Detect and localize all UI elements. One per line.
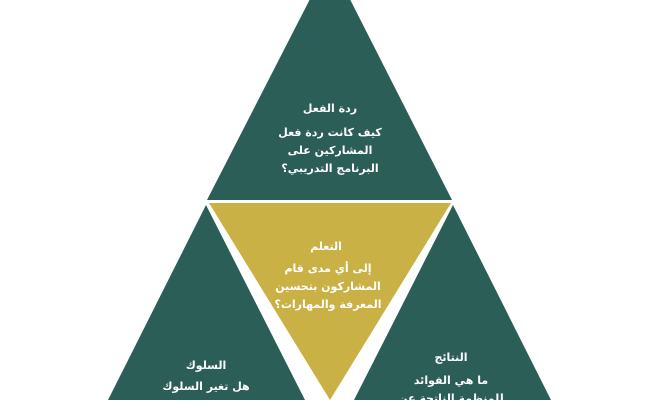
left-body: هل تغير السلوك xyxy=(131,378,281,396)
center-body: إلى أي مدى قام المشاركون بتحسين المعرفة … xyxy=(238,260,418,314)
center-line-3: المعرفة والمهارات؟ xyxy=(274,298,382,311)
left-line-1: هل تغير السلوك xyxy=(162,380,250,393)
top-title: ردة الفعل xyxy=(302,102,358,115)
left-title: السلوك xyxy=(185,359,227,372)
right-title: النتائج xyxy=(434,351,468,364)
right-line-2: للمنظمة الناتجة عن xyxy=(398,392,504,405)
top-line-1: كيف كانت ردة فعل xyxy=(278,126,382,139)
right-triangle-results xyxy=(354,205,551,400)
top-body: كيف كانت ردة فعل المشاركين على البرنامج … xyxy=(240,124,420,178)
top-line-2: المشاركين على xyxy=(287,144,373,157)
left-triangle-behavior xyxy=(108,205,305,400)
top-triangle-reaction xyxy=(207,0,452,200)
center-title: التعلم xyxy=(310,240,342,253)
center-line-2: المشاركون بتحسين xyxy=(275,280,381,293)
center-line-1: إلى أي مدى قام xyxy=(284,262,372,275)
right-body: ما هي الفوائد للمنظمة الناتجة عن xyxy=(376,372,526,408)
top-line-3: البرنامج التدريبي؟ xyxy=(281,162,379,175)
right-line-1: ما هي الفوائد xyxy=(413,374,489,387)
center-triangle-learning xyxy=(209,203,451,400)
